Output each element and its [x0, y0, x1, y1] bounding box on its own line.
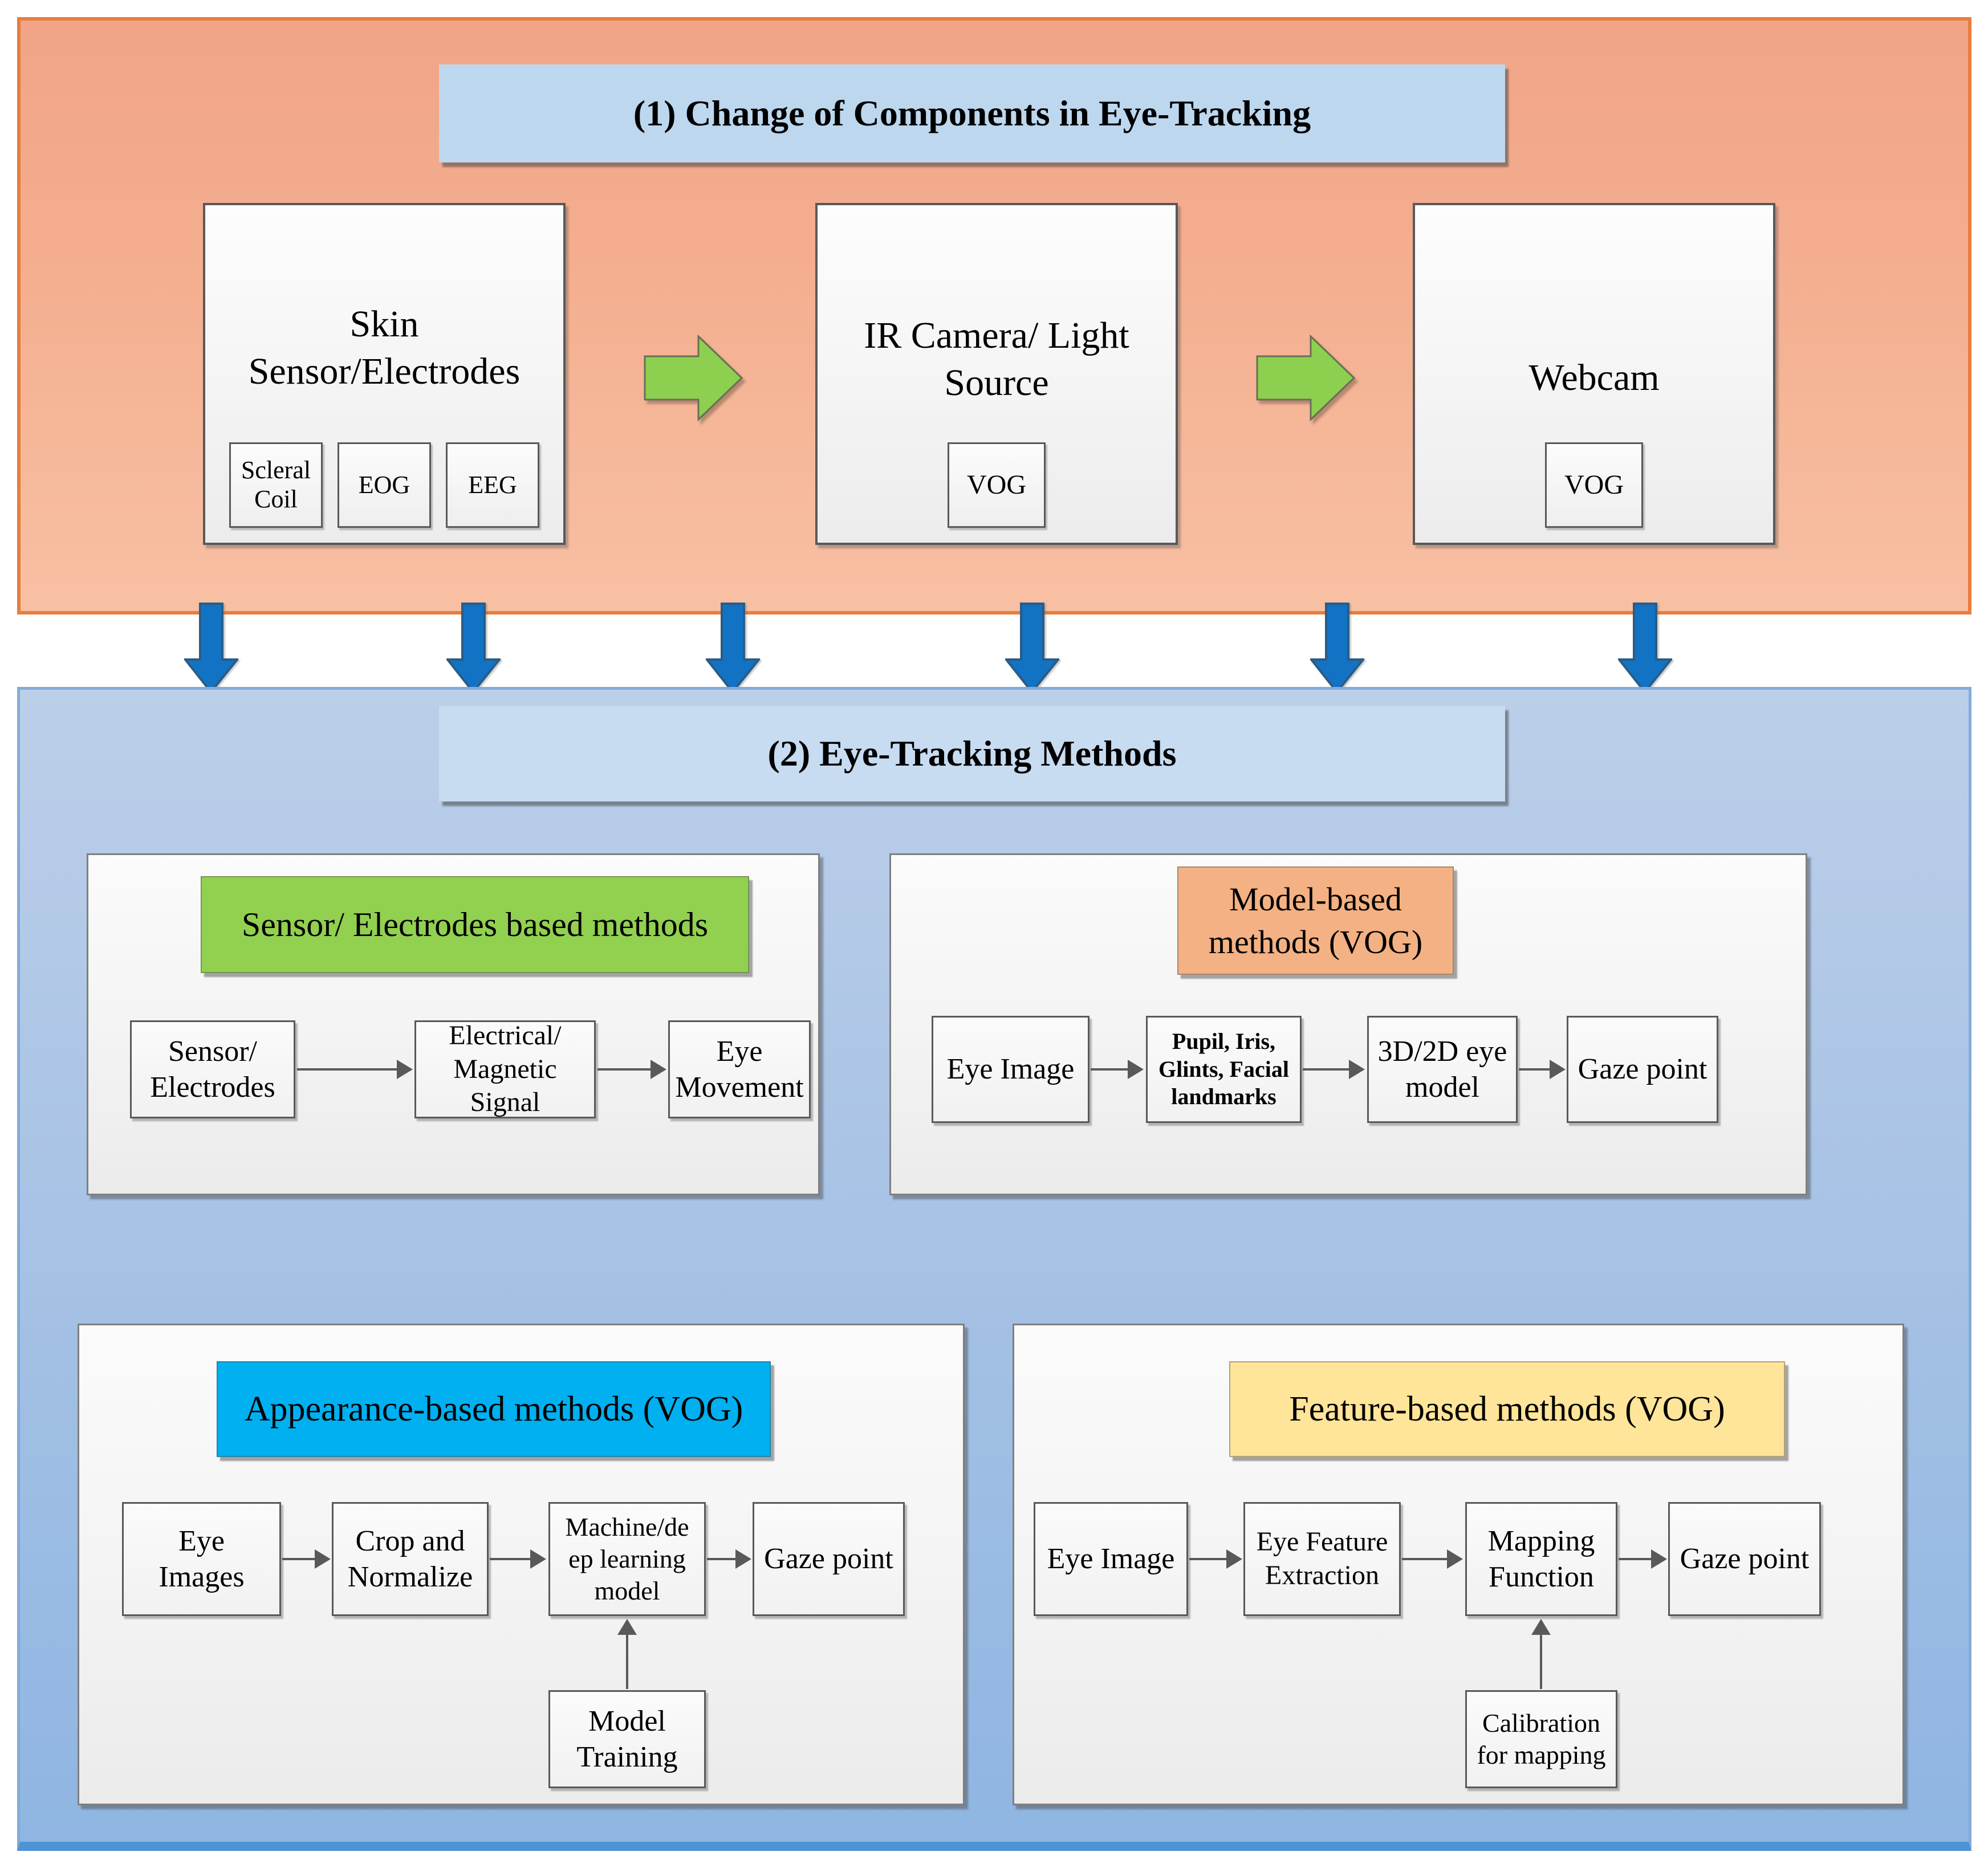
step-3d2d-eye-model: 3D/2D eye model	[1367, 1016, 1518, 1123]
component-skin-sensor: Skin Sensor/Electrodes Scleral Coil EOG …	[203, 203, 566, 545]
flow-arrow-icon	[1519, 1016, 1566, 1123]
step-mapping-function: Mapping Function	[1465, 1502, 1617, 1616]
panel-sensor-based-header: Sensor/ Electrodes based methods	[201, 876, 749, 973]
flow-arrow-icon	[1402, 1502, 1463, 1616]
step-electrical-magnetic-signal: Electrical/ Magnetic Signal	[414, 1020, 596, 1118]
tag-vog-ir: VOG	[948, 442, 1046, 528]
green-transition-arrow-icon	[644, 334, 743, 422]
component-webcam-label: Webcam	[1528, 357, 1660, 398]
section1-title: (1) Change of Components in Eye-Tracking	[633, 93, 1311, 133]
step-eye-movement: Eye Movement	[668, 1020, 811, 1118]
blue-down-arrow-icon	[1005, 603, 1059, 694]
step-calibration-for-mapping: Calibration for mapping	[1465, 1690, 1617, 1788]
blue-down-arrow-icon	[184, 603, 238, 694]
blue-down-arrow-icon	[446, 603, 501, 694]
ir-camera-tag-row: VOG	[818, 442, 1176, 528]
step-pupil-iris-glints: Pupil, Iris, Glints, Facial landmarks	[1146, 1016, 1302, 1123]
tag-scleral-coil: Scleral Coil	[229, 442, 323, 528]
component-skin-sensor-label: Skin Sensor/Electrodes	[248, 303, 521, 392]
webcam-tag-row: VOG	[1415, 442, 1773, 528]
flow-arrow-icon	[297, 1020, 413, 1118]
panel-model-based-header: Model-based methods (VOG)	[1177, 866, 1454, 975]
panel-feature-based-header: Feature-based methods (VOG)	[1229, 1361, 1785, 1457]
flow-arrow-icon	[1189, 1502, 1242, 1616]
flow-arrow-icon	[490, 1502, 546, 1616]
step-gaze-point-appearance: Gaze point	[753, 1502, 905, 1616]
step-crop-normalize: Crop and Normalize	[332, 1502, 489, 1616]
section2-title: (2) Eye-Tracking Methods	[767, 733, 1177, 774]
flow-arrow-icon	[707, 1502, 751, 1616]
up-arrow-icon	[1530, 1619, 1552, 1689]
tag-eeg: EEG	[446, 442, 539, 528]
tag-eog: EOG	[338, 442, 431, 528]
section1-title-bar: (1) Change of Components in Eye-Tracking	[439, 64, 1505, 162]
step-model-training: Model Training	[548, 1690, 706, 1788]
flow-arrow-icon	[1091, 1016, 1144, 1123]
flow-arrow-icon	[597, 1020, 666, 1118]
step-machine-deep-learning-model: Machine/de ep learning model	[548, 1502, 706, 1616]
component-webcam: Webcam VOG	[1413, 203, 1775, 545]
step-eye-image-model: Eye Image	[932, 1016, 1089, 1123]
blue-down-arrow-icon	[1618, 603, 1672, 694]
skin-sensor-tag-row: Scleral Coil EOG EEG	[205, 442, 563, 528]
flow-arrow-icon	[282, 1502, 331, 1616]
blue-down-arrow-icon	[706, 603, 760, 694]
flow-arrow-icon	[1303, 1016, 1365, 1123]
panel-appearance-based-header: Appearance-based methods (VOG)	[217, 1361, 771, 1457]
step-gaze-point-model: Gaze point	[1567, 1016, 1718, 1123]
component-ir-camera: IR Camera/ Light Source VOG	[815, 203, 1178, 545]
step-eye-feature-extraction: Eye Feature Extraction	[1243, 1502, 1401, 1616]
up-arrow-icon	[616, 1619, 639, 1689]
tag-vog-webcam: VOG	[1545, 442, 1643, 528]
blue-down-arrow-icon	[1310, 603, 1364, 694]
step-gaze-point-feature: Gaze point	[1668, 1502, 1821, 1616]
step-eye-images: Eye Images	[122, 1502, 281, 1616]
step-eye-image-feature: Eye Image	[1034, 1502, 1188, 1616]
step-sensor-electrodes: Sensor/ Electrodes	[130, 1020, 295, 1118]
section2-title-bar: (2) Eye-Tracking Methods	[439, 706, 1505, 801]
component-ir-camera-label: IR Camera/ Light Source	[864, 315, 1129, 404]
green-transition-arrow-icon	[1256, 334, 1356, 422]
flow-arrow-icon	[1619, 1502, 1667, 1616]
